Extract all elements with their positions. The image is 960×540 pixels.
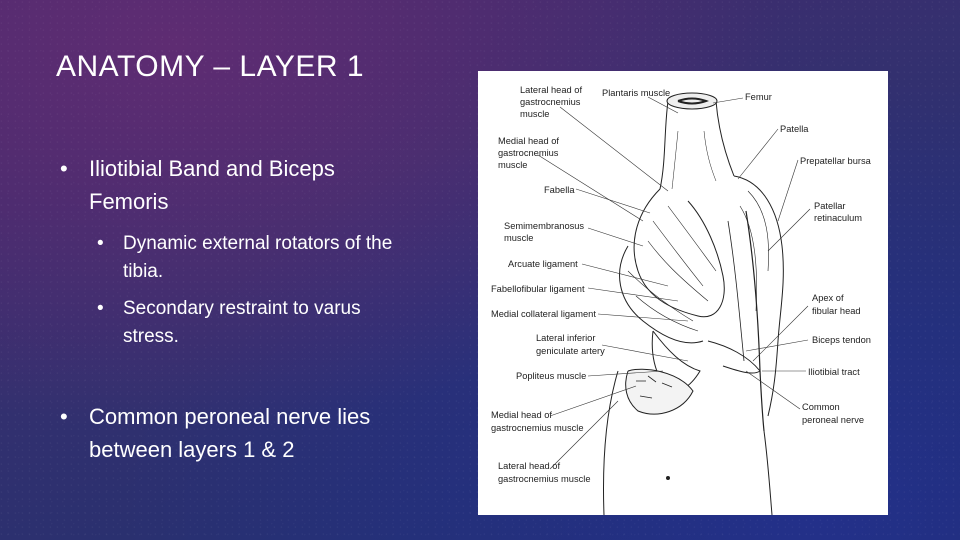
label-apex-fibular-head: Apex of fibular head bbox=[812, 293, 861, 316]
figure-labels: Lateral head of gastrocnemius muscle Pla… bbox=[491, 85, 872, 484]
label-medial-head-top: Medial head of gastrocnemius muscle bbox=[498, 136, 562, 170]
bullet-marker: • bbox=[97, 233, 104, 254]
label-medial-head-bottom: Medial head of gastrocnemius muscle bbox=[491, 410, 584, 433]
cross-section-hatching bbox=[636, 375, 673, 399]
gastrocnemius-outline bbox=[633, 188, 725, 318]
deep-muscle-fibers bbox=[627, 270, 699, 332]
leader-lateral-head-top bbox=[559, 106, 669, 192]
bullet-marker: • bbox=[60, 404, 68, 429]
label-plantaris: Plantaris muscle bbox=[602, 88, 670, 98]
leader-apex bbox=[752, 305, 809, 362]
leader-biceps bbox=[745, 339, 809, 352]
femur-shaft bbox=[659, 100, 735, 190]
label-arcuate: Arcuate ligament bbox=[508, 259, 578, 269]
patella-outline bbox=[733, 175, 784, 417]
sub-bullet-item-1: • Dynamic external rotators of the tibia… bbox=[97, 230, 397, 286]
label-fabella: Fabella bbox=[544, 185, 575, 195]
iliotibial-tract bbox=[745, 210, 765, 432]
leader-peroneal bbox=[745, 370, 801, 410]
bullet-marker: • bbox=[97, 298, 104, 319]
biceps-tendon bbox=[727, 220, 745, 362]
label-fabellofibular: Fabellofibular ligament bbox=[491, 284, 585, 294]
tibia-medial-edge bbox=[603, 370, 619, 515]
semimembranosus-outline bbox=[619, 245, 704, 344]
leader-fabella bbox=[575, 188, 651, 214]
leader-genicular bbox=[601, 344, 689, 362]
bullet-text: Iliotibial Band and Biceps Femoris bbox=[89, 156, 335, 214]
tibial-cross-section bbox=[625, 368, 694, 415]
label-biceps-tendon: Biceps tendon bbox=[812, 335, 871, 345]
bullet-text: Common peroneal nerve lies between layer… bbox=[89, 404, 371, 462]
label-patellar-retinaculum: Patellar retinaculum bbox=[814, 201, 862, 223]
leader-semimembranosus bbox=[587, 227, 644, 247]
bullet-marker: • bbox=[60, 156, 68, 181]
label-iliotibial-tract: Iliotibial tract bbox=[808, 367, 860, 377]
leader-fabellofibular bbox=[587, 287, 679, 302]
femur-cross-section bbox=[666, 92, 718, 110]
tibia-lateral-edge bbox=[763, 430, 773, 515]
label-femur: Femur bbox=[745, 92, 772, 102]
leader-retinaculum bbox=[767, 208, 811, 252]
label-semimembranosus: Semimembranosus muscle bbox=[504, 221, 587, 243]
label-medial-collateral: Medial collateral ligament bbox=[491, 309, 596, 319]
leader-lines bbox=[537, 96, 811, 470]
leader-plantaris bbox=[647, 96, 679, 114]
leader-medial-head-top bbox=[537, 154, 644, 222]
leader-lateral-head-bottom bbox=[549, 400, 619, 470]
leader-prepatellar bbox=[777, 159, 799, 222]
femur-marrow bbox=[677, 97, 709, 105]
fibular-marker-dot bbox=[666, 476, 670, 480]
leader-femur bbox=[712, 97, 744, 104]
sub-bullet-text: Dynamic external rotators of the tibia. bbox=[123, 233, 393, 282]
leader-medial-head-bottom bbox=[549, 385, 637, 417]
bullet-item-1: • Iliotibial Band and Biceps Femoris bbox=[60, 152, 390, 218]
label-popliteus: Popliteus muscle bbox=[516, 371, 586, 381]
label-prepatellar-bursa: Prepatellar bursa bbox=[800, 156, 872, 166]
knee-anatomy-figure: Lateral head of gastrocnemius muscle Pla… bbox=[478, 71, 888, 515]
slide-title: ANATOMY – LAYER 1 bbox=[56, 50, 365, 83]
knee-anatomy-illustration: Lateral head of gastrocnemius muscle Pla… bbox=[491, 85, 872, 515]
label-lateral-head-bottom: Lateral head of gastrocnemius muscle bbox=[498, 461, 591, 484]
leader-arcuate bbox=[581, 263, 669, 287]
sub-bullet-text: Secondary restraint to varus stress. bbox=[123, 298, 361, 347]
gastrocnemius-fibers bbox=[647, 205, 717, 302]
label-common-peroneal: Common peroneal nerve bbox=[802, 402, 864, 425]
sub-bullet-item-2: • Secondary restraint to varus stress. bbox=[97, 295, 407, 351]
patellar-retinaculum-fibers bbox=[739, 190, 769, 312]
shaft-shading bbox=[671, 130, 717, 190]
label-lateral-inferior-genicular: Lateral inferior geniculate artery bbox=[536, 333, 605, 356]
leader-mcl bbox=[597, 313, 689, 322]
label-patella: Patella bbox=[780, 124, 809, 134]
label-lateral-head-top: Lateral head of gastrocnemius muscle bbox=[520, 85, 585, 119]
leader-patella bbox=[737, 128, 779, 180]
bullet-item-2: • Common peroneal nerve lies between lay… bbox=[60, 400, 390, 466]
leader-popliteus bbox=[587, 370, 664, 377]
fibular-head bbox=[707, 340, 761, 374]
